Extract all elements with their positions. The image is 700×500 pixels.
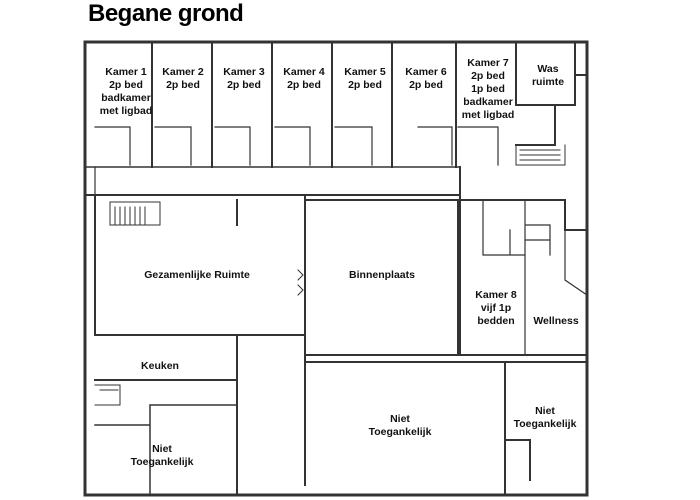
room-wall bbox=[94, 404, 238, 496]
room-wall bbox=[304, 199, 459, 356]
window bbox=[297, 269, 304, 296]
room-wall bbox=[94, 334, 238, 496]
stair bbox=[515, 144, 566, 166]
label-binnenplaats: Binnenplaats bbox=[349, 269, 415, 281]
label-gezamenlijke-ruimte: Gezamenlijke Ruimte bbox=[144, 269, 250, 281]
label-wellness: Wellness bbox=[533, 315, 578, 327]
stair bbox=[109, 201, 161, 226]
stair bbox=[94, 384, 121, 406]
room-partition bbox=[515, 43, 588, 146]
room-partition bbox=[151, 43, 457, 168]
outer-wall bbox=[83, 40, 589, 497]
walls bbox=[83, 40, 589, 497]
page-title: Begane grond bbox=[88, 0, 244, 27]
room-wall bbox=[504, 361, 588, 481]
label-keuken: Keuken bbox=[141, 360, 179, 372]
room-wall bbox=[482, 199, 588, 356]
bed-box bbox=[94, 126, 499, 166]
room-wall bbox=[94, 194, 306, 471]
